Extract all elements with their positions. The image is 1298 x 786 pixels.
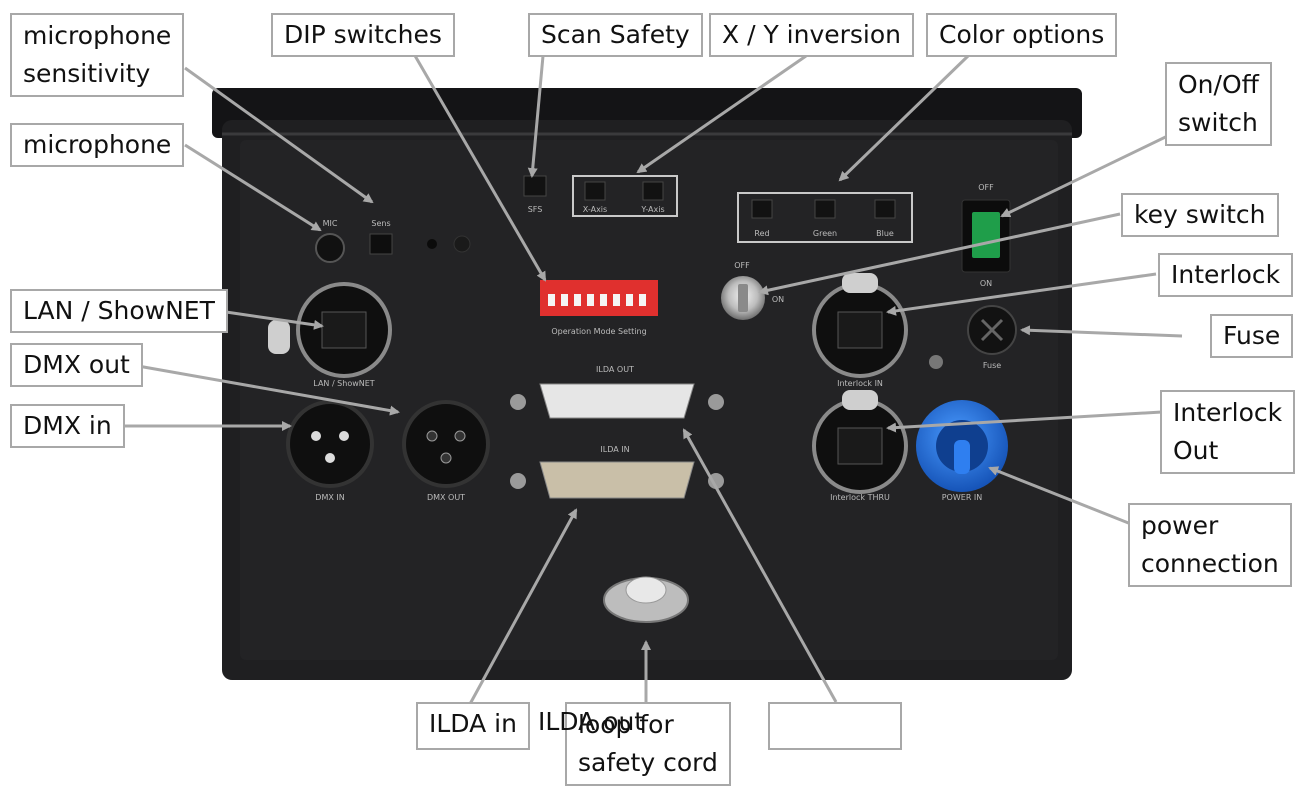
safety-cord-loop <box>603 576 689 623</box>
callout-dmx-out: DMX out <box>10 343 143 387</box>
arrow-scan-safety <box>527 55 545 178</box>
lan-print: LAN / ShowNET <box>313 379 375 388</box>
arrow-ilda-in <box>468 508 578 705</box>
interlock-in-port: Interlock IN <box>812 273 908 388</box>
arrow-fuse <box>1020 325 1183 338</box>
callout-empty <box>768 702 902 750</box>
leader-arrows <box>120 53 1183 705</box>
callout-text: DMX in <box>23 411 112 440</box>
color-options-group: Red Green Blue <box>737 192 913 243</box>
ilda-in-port: ILDA IN <box>510 445 724 499</box>
callout-text: DIP switches <box>284 20 442 49</box>
callout-fuse: Fuse <box>1210 314 1294 358</box>
arrow-xy-inversion <box>636 54 807 174</box>
ilda-out-print: ILDA OUT <box>596 365 634 374</box>
interlock-thru-port: Interlock THRU <box>812 390 908 502</box>
fuse-holder: Fuse <box>929 305 1017 370</box>
callout-text: LAN / ShowNET <box>23 296 215 325</box>
arrow-ilda-out <box>682 428 838 703</box>
callout-text: key switch <box>1134 200 1266 229</box>
blue-print: Blue <box>876 229 894 238</box>
dmx-in-print: DMX IN <box>315 493 344 502</box>
callout-dmx-in: DMX in <box>10 404 125 448</box>
lan-ethercon-port: LAN / ShowNET <box>268 282 392 388</box>
sfs-print: SFS <box>528 205 543 214</box>
callout-on-off-switch: On/Off switch <box>1165 62 1272 146</box>
microphone-jack: MIC <box>315 219 345 263</box>
dmx-out-print: DMX OUT <box>427 493 465 502</box>
y-axis-print: Y-Axis <box>640 205 664 214</box>
callout-loop-safety-cord: loop for safety cord <box>565 702 731 786</box>
arrow-key-switch <box>758 212 1121 296</box>
arrow-microphone <box>184 143 322 232</box>
callout-ilda-in: ILDA in <box>416 702 530 750</box>
callout-text: ILDA out <box>538 707 645 736</box>
dmx-out-xlr: DMX OUT <box>402 400 490 502</box>
callout-text: DMX out <box>23 350 130 379</box>
callout-ilda-out-overlap: ILDA out <box>538 704 644 740</box>
callout-text: microphone <box>23 130 172 159</box>
key-off-print: OFF <box>734 261 750 270</box>
op-mode-print: Operation Mode Setting <box>551 327 646 336</box>
callout-text: Color options <box>939 20 1105 49</box>
interlock-in-print: Interlock IN <box>837 379 883 388</box>
callout-text: ILDA in <box>429 709 517 738</box>
key-on-print: ON <box>772 295 784 304</box>
red-print: Red <box>754 229 769 238</box>
on-print: ON <box>980 279 992 288</box>
arrow-dip-switches <box>412 53 547 282</box>
mic-print: MIC <box>323 219 338 228</box>
callout-interlock: Interlock <box>1158 253 1294 297</box>
callout-text: power connection <box>1141 511 1279 578</box>
callout-microphone: microphone <box>10 123 185 167</box>
sensitivity-control: Sens <box>369 219 471 255</box>
interlock-thru-print: Interlock THRU <box>830 493 890 502</box>
callout-text: microphone sensitivity <box>23 21 172 88</box>
ilda-out-port: ILDA OUT <box>510 365 724 419</box>
callout-text: Fuse <box>1223 321 1281 350</box>
arrow-on-off <box>1000 128 1181 218</box>
callout-scan-safety: Scan Safety <box>528 13 703 57</box>
fuse-print: Fuse <box>983 361 1001 370</box>
callout-lan-shownet: LAN / ShowNET <box>10 289 228 333</box>
dip-switch-block: Operation Mode Setting <box>540 280 658 336</box>
green-print: Green <box>813 229 837 238</box>
callout-key-switch: key switch <box>1121 193 1279 237</box>
callout-dip-switches: DIP switches <box>271 13 455 57</box>
ilda-in-print: ILDA IN <box>600 445 629 454</box>
callout-interlock-out: Interlock Out <box>1160 390 1296 474</box>
x-axis-print: X-Axis <box>583 205 607 214</box>
arrow-interlock-out <box>886 410 1163 433</box>
arrow-interlock <box>886 272 1157 316</box>
arrow-power <box>988 466 1137 528</box>
power-in-print: POWER IN <box>942 493 983 502</box>
arrow-lan <box>225 310 324 330</box>
callout-microphone-sensitivity: microphone sensitivity <box>10 13 185 97</box>
callout-color-options: Color options <box>926 13 1118 57</box>
key-switch: OFF ON <box>721 261 784 320</box>
sens-print: Sens <box>371 219 390 228</box>
xy-inversion-group: X-Axis Y-Axis <box>572 175 678 217</box>
callout-text: loop for safety cord <box>578 710 718 777</box>
callout-text: Interlock Out <box>1173 398 1283 465</box>
callout-text: Scan Safety <box>541 20 690 49</box>
callout-xy-inversion: X / Y inversion <box>709 13 915 57</box>
arrow-mic-sensitivity <box>184 66 374 204</box>
arrow-color-options <box>838 54 970 182</box>
callout-text: On/Off switch <box>1178 70 1259 137</box>
callout-text: Interlock <box>1171 260 1281 289</box>
dmx-in-xlr: DMX IN <box>286 400 374 502</box>
callout-text: X / Y inversion <box>722 20 902 49</box>
callout-power-connection: power connection <box>1128 503 1292 587</box>
off-print: OFF <box>978 183 994 192</box>
power-rocker-switch: OFF ON <box>961 183 1011 288</box>
arrow-dmx-out <box>137 364 400 416</box>
